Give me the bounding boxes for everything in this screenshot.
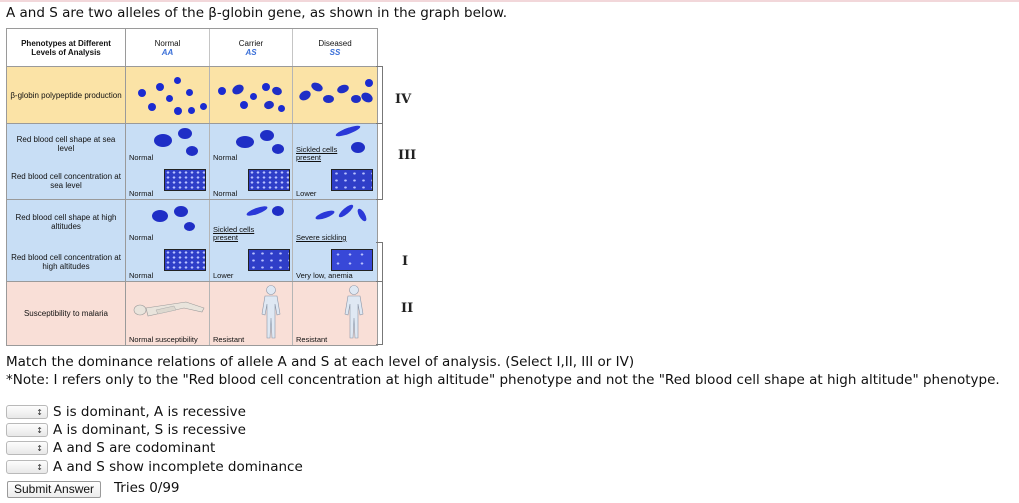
- cell-normal: Normal: [126, 243, 210, 281]
- question-row: ↕ A and S show incomplete dominance: [6, 459, 303, 475]
- cell-normal: Normal: [126, 124, 210, 163]
- row-shape-sea-level: Red blood cell shape at sea level Normal…: [7, 123, 377, 163]
- header-phenotypes: Phenotypes at Different Levels of Analys…: [7, 29, 126, 66]
- row-malaria: Susceptibility to malaria Normal suscept…: [7, 281, 377, 345]
- question-row: ↕ S is dominant, A is recessive: [6, 404, 246, 420]
- row-label-concentration-high-altitude: Red blood cell concentration at high alt…: [7, 243, 126, 281]
- row-label-polypeptide: β-globin polypeptide production: [7, 67, 126, 123]
- standing-person-icon: [261, 285, 281, 339]
- cell-normal: Normal: [126, 163, 210, 199]
- bracket-level-i: [376, 242, 383, 282]
- question-text: A and S show incomplete dominance: [53, 459, 303, 475]
- instructions-line-1: Match the dominance relations of allele …: [6, 354, 635, 370]
- top-divider: [0, 0, 1019, 2]
- row-label-shape-sea-level: Red blood cell shape at sea level: [7, 124, 126, 163]
- level-select[interactable]: ↕: [6, 405, 48, 419]
- row-concentration-high-altitude: Red blood cell concentration at high alt…: [7, 243, 377, 281]
- select-arrows-icon: ↕: [36, 426, 43, 435]
- bracket-level-iii: [376, 123, 383, 200]
- header-normal: Normal AA: [126, 29, 210, 66]
- row-label-concentration-sea-level: Red blood cell concentration at sea leve…: [7, 163, 126, 199]
- cell-carrier: Lower: [210, 243, 293, 281]
- cell-diseased: Resistant: [293, 282, 377, 345]
- header-carrier: Carrier AS: [210, 29, 293, 66]
- row-label-malaria: Susceptibility to malaria: [7, 282, 126, 345]
- question-row: ↕ A and S are codominant: [6, 440, 215, 456]
- cell-normal: Normal: [126, 200, 210, 243]
- cell-normal: [126, 67, 210, 123]
- cell-carrier: [210, 67, 293, 123]
- question-text: A is dominant, S is recessive: [53, 422, 246, 438]
- tries-counter: Tries 0/99: [114, 480, 180, 496]
- cell-carrier: Resistant: [210, 282, 293, 345]
- cell-diseased: Lower: [293, 163, 377, 199]
- select-arrows-icon: ↕: [36, 408, 43, 417]
- cell-diseased: Very low, anemia: [293, 243, 377, 281]
- standing-person-icon: [344, 285, 364, 339]
- instructions: Match the dominance relations of allele …: [6, 353, 1000, 389]
- cell-diseased: Severe sickling: [293, 200, 377, 243]
- question-intro: A and S are two alleles of the β-globin …: [6, 5, 508, 21]
- header-diseased: Diseased SS: [318, 38, 352, 57]
- level-select[interactable]: ↕: [6, 441, 48, 455]
- row-label-shape-high-altitude: Red blood cell shape at high altitudes: [7, 200, 126, 243]
- row-shape-high-altitude: Red blood cell shape at high altitudes N…: [7, 199, 377, 243]
- level-select[interactable]: ↕: [6, 423, 48, 437]
- cell-carrier: Sickled cells present: [210, 200, 293, 243]
- level-select[interactable]: ↕: [6, 460, 48, 474]
- level-label-iv: IV: [395, 92, 412, 107]
- question-row: ↕ A is dominant, S is recessive: [6, 422, 246, 438]
- level-label-iii: III: [398, 148, 417, 163]
- select-arrows-icon: ↕: [36, 444, 43, 453]
- row-concentration-sea-level: Red blood cell concentration at sea leve…: [7, 163, 377, 199]
- bracket-level-ii: [376, 281, 383, 345]
- question-text: S is dominant, A is recessive: [53, 404, 246, 420]
- bracket-level-iv: [376, 66, 383, 124]
- question-text: A and S are codominant: [53, 440, 216, 456]
- submit-answer-button[interactable]: Submit Answer: [7, 481, 102, 498]
- level-label-ii: II: [401, 301, 414, 316]
- instructions-note: *Note: I refers only to the "Red blood c…: [6, 372, 1000, 388]
- row-polypeptide: β-globin polypeptide production: [7, 66, 377, 123]
- cell-carrier: Normal: [210, 163, 293, 199]
- reclining-person-icon: [133, 301, 205, 317]
- cell-diseased: [293, 67, 377, 123]
- cell-normal: Normal susceptibility: [126, 282, 210, 345]
- genotype-phenotype-figure: Phenotypes at Different Levels of Analys…: [6, 28, 378, 346]
- cell-diseased: Sickled cells present: [293, 123, 377, 163]
- cell-carrier: Normal: [210, 124, 293, 163]
- select-arrows-icon: ↕: [36, 463, 43, 472]
- level-label-i: I: [402, 254, 409, 269]
